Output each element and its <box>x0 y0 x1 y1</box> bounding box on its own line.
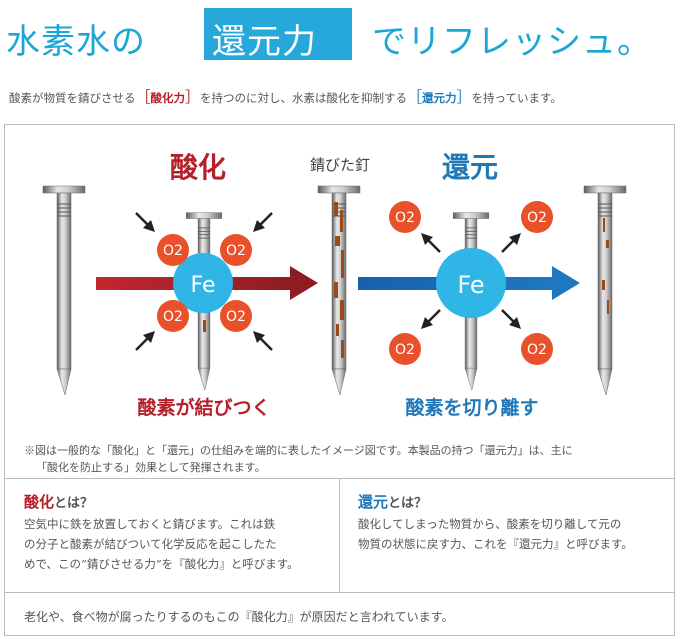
oxidation-reduction-diagram: 酸化 還元 錆びた釘 Fe <box>42 151 627 419</box>
iron-atom-oxidation: Fe <box>173 253 233 313</box>
footer-text: 老化や、食べ物が腐ったりするのもこの『酸化力』が原因だと言われています。 <box>24 610 454 624</box>
reduction-title: 還元 <box>442 151 498 184</box>
oxidation-box-body: 空気中に鉄を放置しておくと錆びます。これは鉄 の分子と酸素が結びついて化学反応を… <box>24 514 299 574</box>
oxygen-atom: O2 <box>220 300 252 332</box>
intro-text1: 酸素が物質を錆びさせる <box>9 91 136 105</box>
oxygen-atom: O2 <box>157 234 189 266</box>
oxidation-line-1: 空気中に鉄を放置しておくと錆びます。これは鉄 <box>24 517 276 531</box>
reduction-outward-arrows <box>421 233 521 329</box>
headline: 水素水の 還元力 でリフレッシュ。 <box>0 8 680 62</box>
oxygen-label: O2 <box>226 309 246 325</box>
intro-bracket-close-2: ］ <box>456 88 472 106</box>
oxidation-inward-arrows <box>135 212 273 351</box>
headline-part2: でリフレッシュ。 <box>372 22 652 62</box>
oxygen-atom: O2 <box>220 234 252 266</box>
oxidation-line-2: の分子と酸素が結びついて化学反応を起こしたた <box>24 537 277 551</box>
oxygen-label: O2 <box>226 243 246 259</box>
intro-keyword-oxidation: 酸化力 <box>150 91 186 105</box>
rusty-nail-label: 錆びた釘 <box>310 156 370 174</box>
oxidation-box-title: 酸化とは？ <box>24 491 93 512</box>
intro-text: 酸素が物質を錆びさせる［酸化力］を持つのに対し、水素は酸化を抑制する［還元力］を… <box>9 86 562 107</box>
intro-text2: を持つのに対し、水素は酸化を抑制する <box>200 91 408 105</box>
reduction-line-2: 物質の状態に戻す力、これを『還元力』と呼びます。 <box>358 537 633 551</box>
intro-text3: を持っています。 <box>471 91 562 105</box>
oxidation-keyword: 酸化 <box>24 493 55 511</box>
oxygen-atom: O2 <box>521 201 553 233</box>
oxygen-atom: O2 <box>157 300 189 332</box>
oxygen-label: O2 <box>527 342 547 358</box>
reduction-box-body: 酸化してしまった物質から、酸素を切り離して元の 物質の状態に戻す力、これを『還元… <box>358 514 633 554</box>
oxidation-title: 酸化 <box>170 151 226 184</box>
intro-bracket-open-2: ［ <box>407 88 423 106</box>
oxygen-atom: O2 <box>389 333 421 365</box>
headline-highlight-box <box>204 8 352 60</box>
note-line-1: ※図は一般的な「酸化」と「還元」の仕組みを端的に表したイメージ図です。本製品の持… <box>24 444 573 457</box>
reduction-caption: 酸素を切り離す <box>405 396 538 419</box>
oxygen-label: O2 <box>527 210 547 226</box>
nail-right <box>583 185 627 396</box>
oxygen-atom: O2 <box>521 333 553 365</box>
nail-left <box>42 185 86 396</box>
headline-highlight: 還元力 <box>212 22 317 62</box>
oxidation-suffix: とは？ <box>54 496 94 511</box>
note-line-2: 「酸化を防止する」効果として発揮されます。 <box>36 461 266 474</box>
reduction-box-title: 還元とは？ <box>358 491 427 512</box>
iron-atom-reduction: Fe <box>436 248 506 318</box>
intro-keyword-reduction: 還元力 <box>422 91 457 105</box>
oxygen-label: O2 <box>395 342 415 358</box>
headline-part1: 水素水の <box>6 22 146 62</box>
oxygen-label: O2 <box>163 243 183 259</box>
rust-marks <box>203 202 609 358</box>
oxygen-atom: O2 <box>389 201 421 233</box>
diagram-note: ※図は一般的な「酸化」と「還元」の仕組みを端的に表したイメージ図です。本製品の持… <box>24 442 664 476</box>
oxygen-label: O2 <box>163 309 183 325</box>
intro-bracket-close-1: ］ <box>185 88 201 106</box>
divider-vertical <box>339 478 340 592</box>
iron-label-oxidation: Fe <box>191 273 216 298</box>
divider-bottom <box>4 592 675 593</box>
oxygen-label: O2 <box>395 210 415 226</box>
nail-rusty <box>317 185 361 396</box>
intro-bracket-open-1: ［ <box>135 88 151 106</box>
reduction-line-1: 酸化してしまった物質から、酸素を切り離して元の <box>358 517 622 531</box>
reduction-suffix: とは？ <box>388 496 428 511</box>
reduction-keyword: 還元 <box>358 493 389 511</box>
oxidation-line-3: めで、この“錆びさせる力”を『酸化力』と呼びます。 <box>24 557 299 571</box>
iron-label-reduction: Fe <box>457 271 484 299</box>
oxidation-caption: 酸素が結びつく <box>137 396 270 419</box>
